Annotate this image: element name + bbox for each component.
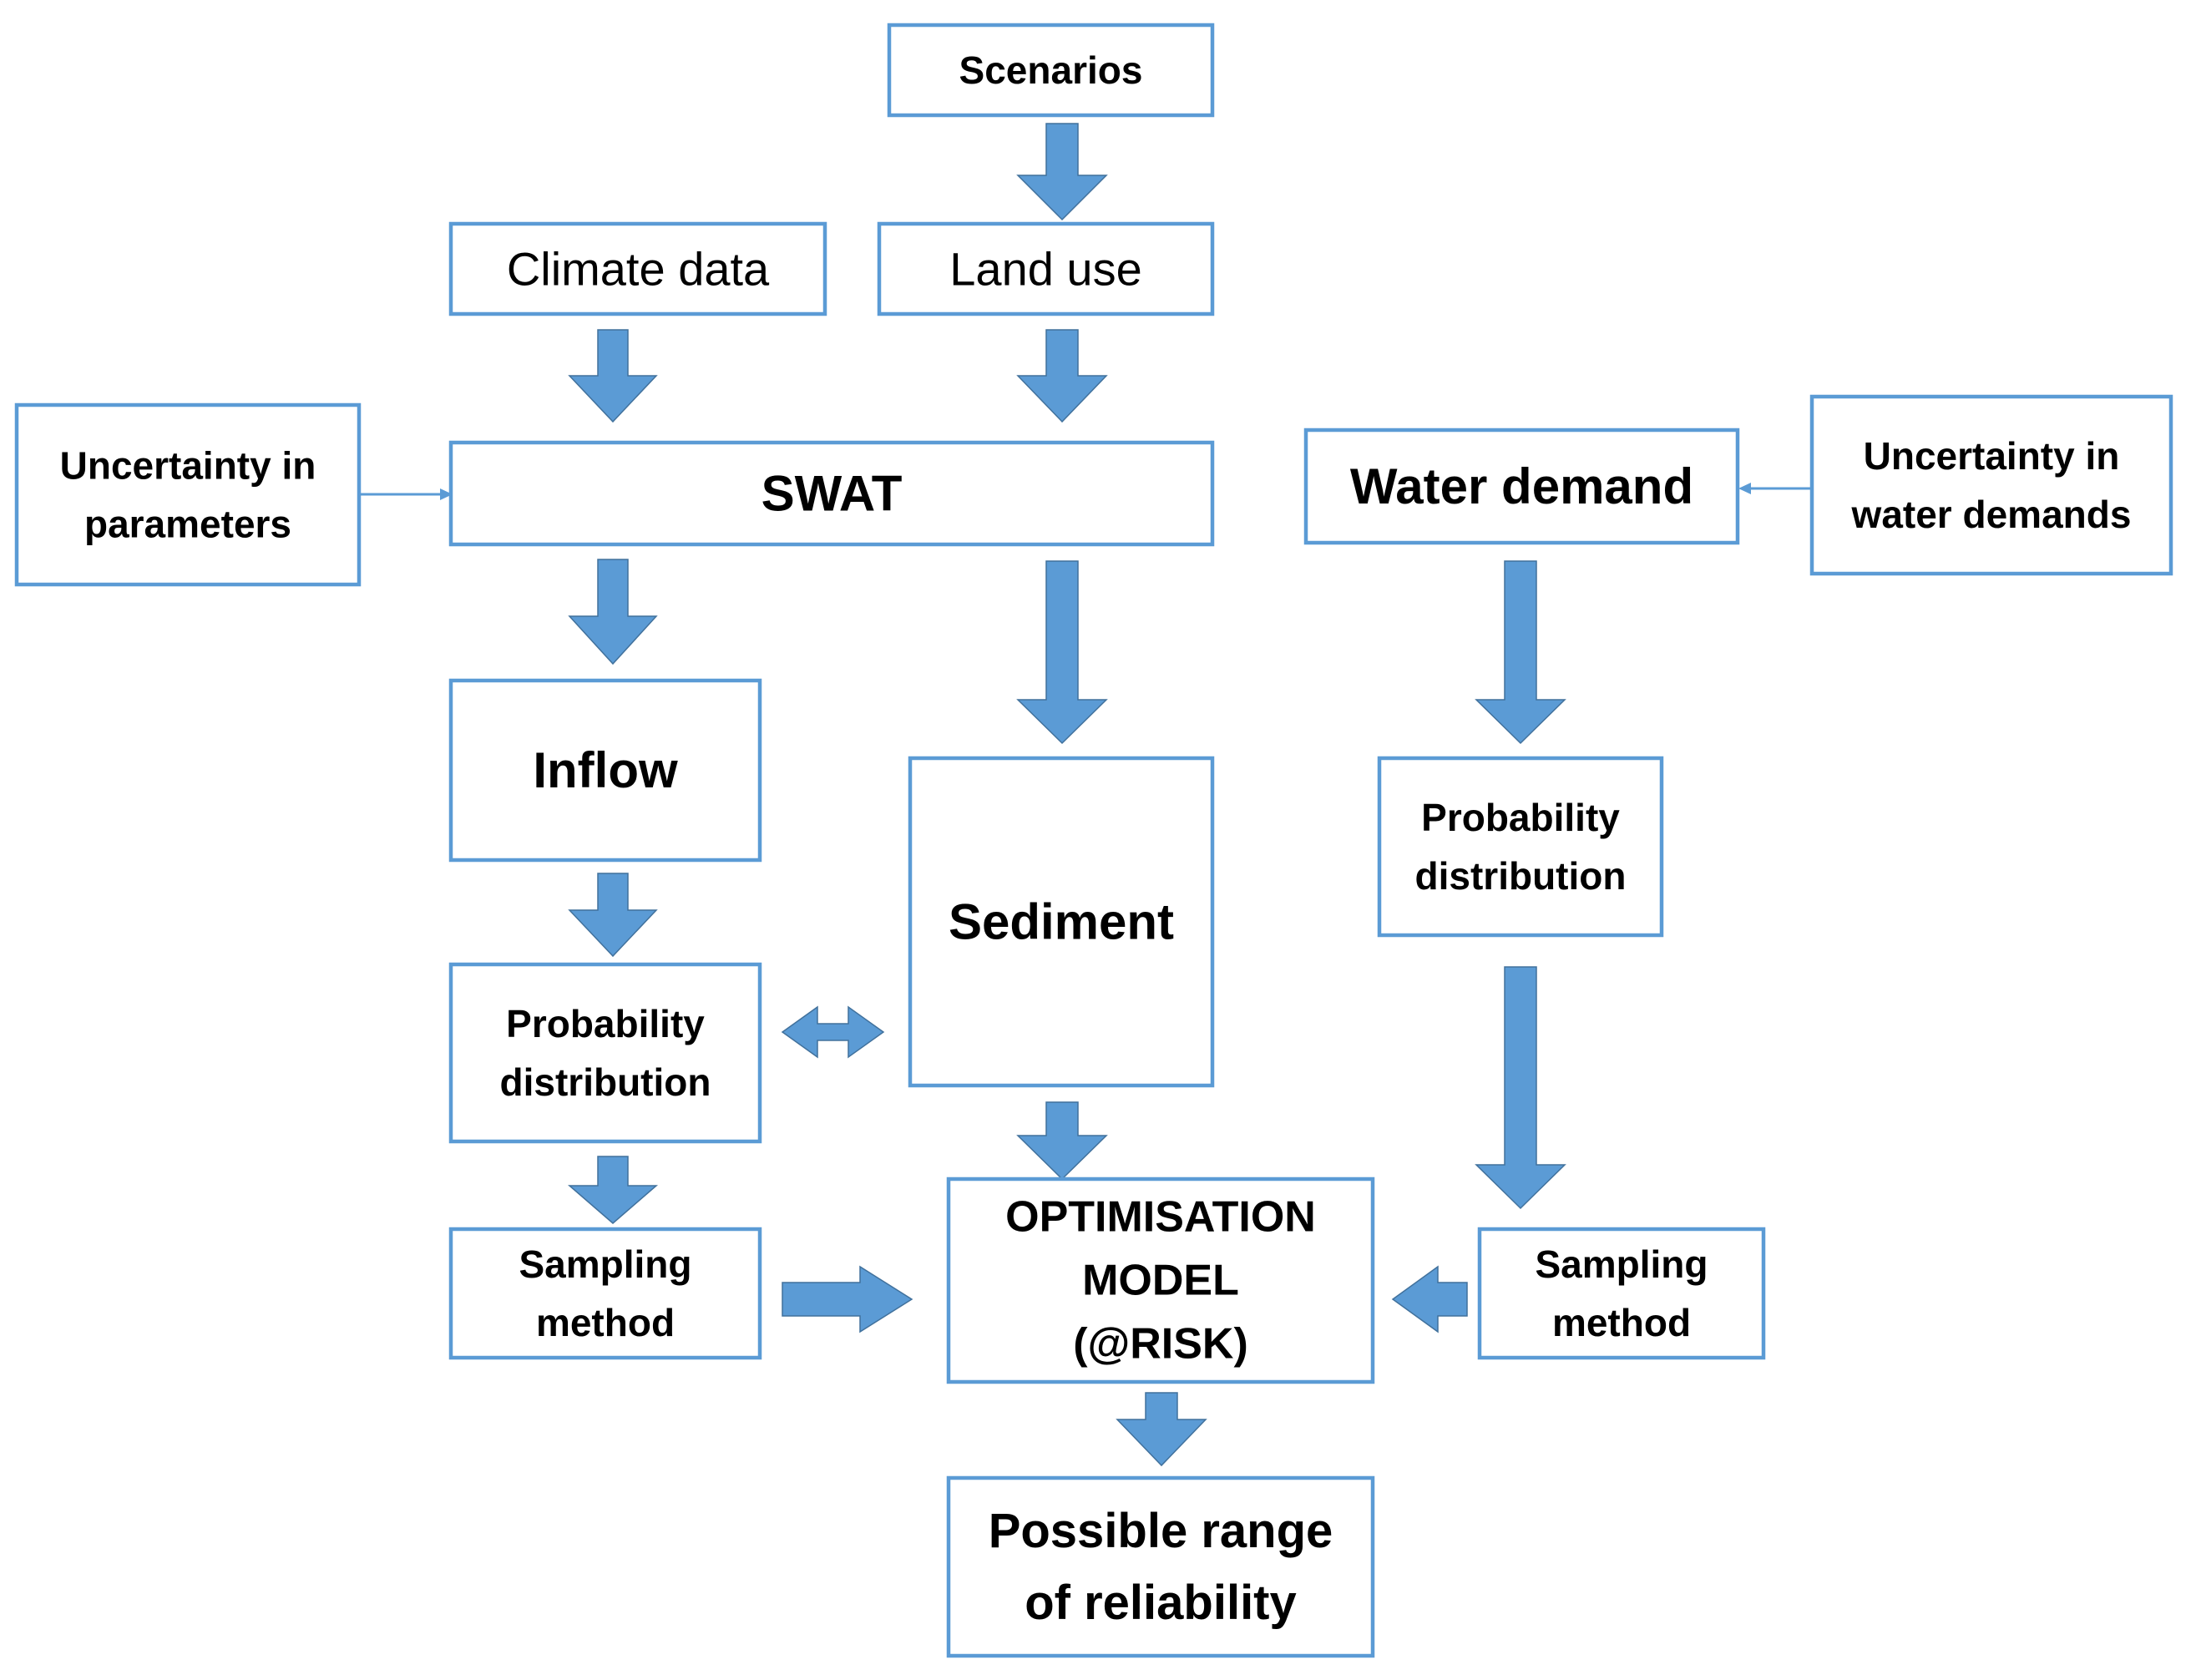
node-label-line: Water demand [1350,458,1693,514]
node-label-line: Uncertainty in [1864,434,2120,478]
node-sampling-method-left: Sampling method [448,1227,762,1360]
node-label-line: SWAT [762,466,903,522]
node-sampling-method-right: Sampling method [1477,1227,1766,1360]
node-land-use: Land use [877,221,1215,316]
arrow-probability-sediment-bidirectional [781,1005,885,1059]
arrow-sampling-left-to-optimisation [782,1265,913,1333]
node-box [1377,756,1664,938]
node-box [946,1475,1375,1658]
node-box [1809,394,2173,576]
node-label-line: MODEL [1082,1257,1239,1305]
node-label-line: Sediment [949,894,1174,950]
arrow-inflow-to-probability [568,873,658,958]
node-possible-range: Possible range of reliability [946,1475,1375,1658]
node-box [448,962,762,1144]
arrow-climate-to-swat [568,329,658,423]
node-label-line: distribution [500,1060,711,1104]
node-label-line: Sampling [519,1242,691,1286]
arrow-swat-to-sediment [1016,560,1108,745]
arrow-sampling-right-to-optimisation [1391,1265,1468,1333]
connector-head-swat [440,488,453,500]
node-label-line: water demands [1851,493,2132,536]
node-box [14,402,362,587]
node-label-line: Land use [949,243,1141,296]
node-box [448,1227,762,1360]
node-box [946,1177,1375,1384]
node-label-line: parameters [84,503,291,546]
arrow-waterdemand-to-probability [1475,560,1566,745]
node-label-line: of reliability [1025,1576,1297,1630]
node-swat: SWAT [448,440,1215,547]
node-label-line: Scenarios [959,48,1143,92]
arrow-sediment-to-optimisation [1016,1101,1108,1181]
arrow-scenarios-to-landuse [1016,123,1108,221]
node-box [908,756,1215,1088]
node-label-line: Probability [1421,796,1620,839]
node-label-line: Climate data [507,243,770,296]
node-box [448,440,1215,547]
node-label-line: method [536,1301,675,1344]
node-uncertainty-water-demands: Uncertainty in water demands [1809,394,2173,576]
arrow-optimisation-to-range [1116,1392,1207,1467]
node-inflow: Inflow [448,678,762,863]
node-label-line: Sampling [1535,1242,1708,1286]
node-label-line: Probability [506,1002,705,1045]
arrows-layer [359,123,1812,1467]
node-label-line: Inflow [533,742,678,798]
node-label-line: (@RISK) [1073,1320,1248,1369]
node-probability-distribution-right: Probability distribution [1377,756,1664,938]
node-climate-data: Climate data [448,221,827,316]
node-uncertainty-parameters: Uncertainty in parameters [14,402,362,587]
node-box [887,23,1215,118]
node-probability-distribution-left: Probability distribution [448,962,762,1144]
node-label-line: Uncertainty in [60,444,316,488]
node-optimisation-model: OPTIMISATION MODEL (@RISK) [946,1177,1375,1384]
arrow-swat-to-inflow [568,559,658,665]
node-label-line: OPTIMISATION [1005,1193,1316,1242]
node-box [1303,428,1740,545]
node-water-demand: Water demand [1303,428,1740,545]
arrow-probability-to-sampling-left [567,1156,659,1224]
arrow-probability-to-sampling-right [1475,966,1566,1210]
node-label-line: method [1552,1301,1691,1344]
node-scenarios: Scenarios [887,23,1215,118]
node-box [877,221,1215,316]
connector-head-waterdemand [1738,483,1751,494]
arrow-landuse-to-swat [1016,329,1108,423]
node-sediment: Sediment [908,756,1215,1088]
node-box [1477,1227,1766,1360]
node-label-line: distribution [1415,854,1627,898]
node-box [448,221,827,316]
node-box [448,678,762,863]
node-label-line: Possible range [989,1504,1333,1558]
